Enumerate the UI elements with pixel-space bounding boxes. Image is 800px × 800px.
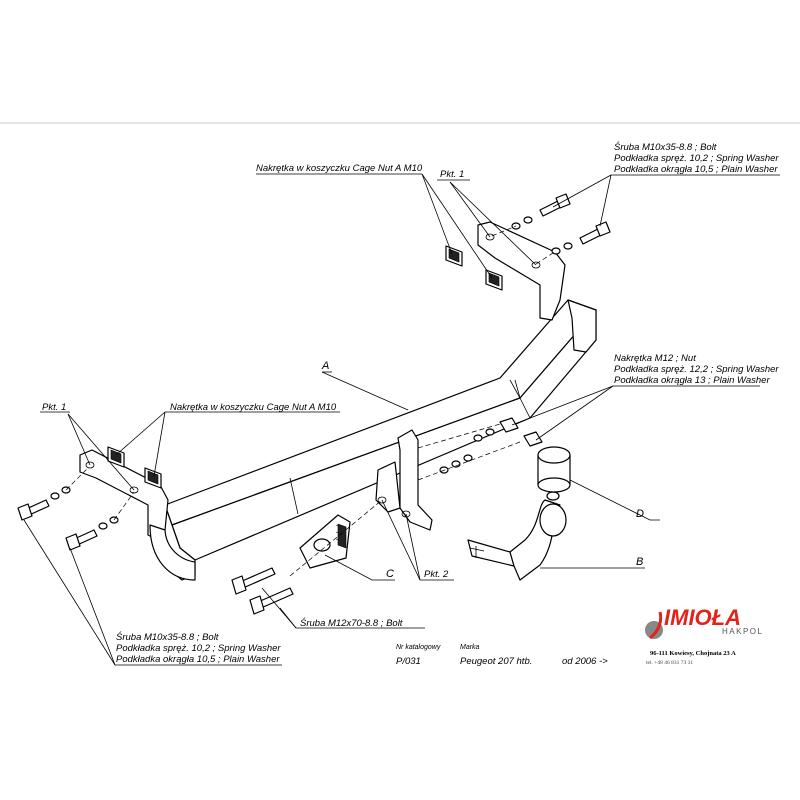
ball-cover-d [537,446,571,493]
label-top-right-bolt: Śruba M10x35-8.8 ; Bolt [614,141,717,153]
vehicle-year: od 2006 -> [562,656,608,667]
label-letter-c: C [386,568,394,580]
leader-lines [23,173,780,666]
label-spring-12: Podkładka spręż. 12,2 ; Spring Washer [614,364,779,375]
label-bottom-left-plain: Podkładka okrągła 10,5 ; Plain Washer [116,654,280,665]
label-pkt2: Pkt. 2 [424,569,449,580]
catalog-number-label: Nr katalogowy [396,644,441,651]
label-left-pkt1: Pkt. 1 [42,402,66,413]
company-logo: IMIOŁA HAKPOL [645,605,763,640]
vehicle-model: Peugeot 207 htb. [460,656,532,667]
left-fasteners [17,467,135,551]
socket-plate-c [289,499,383,577]
label-top-right-plain: Podkładka okrągła 10,5 ; Plain Washer [614,164,778,175]
m12-bolts [231,567,294,615]
label-bottom-bolt-m12: Śruba M12x70-8.8 ; Bolt [300,617,403,629]
label-top-right-spring: Podkładka spręż. 10,2 ; Spring Washer [614,153,779,164]
label-letter-b: B [636,556,643,568]
label-letter-d: D [636,508,644,520]
label-letter-a: A [321,360,329,372]
left-mounting-bracket [79,449,196,581]
label-plain-13: Podkładka okrągła 13 ; Plain Washer [614,375,770,386]
cage-nuts [107,245,503,489]
company-sub: HAKPOL [722,627,763,636]
label-bottom-left-spring: Podkładka spręż. 10,2 ; Spring Washer [116,643,281,654]
upper-right-fasteners [491,193,611,265]
company-name: IMIOŁA [664,605,741,630]
label-top-cage-nut: Nakrętka w koszyczku Cage Nut A M10 [256,163,423,174]
label-top-pkt1: Pkt. 1 [440,169,464,180]
brand-label: Marka [460,644,480,651]
label-left-cage-nut: Nakrętka w koszyczku Cage Nut A M10 [170,402,337,413]
label-nut-m12: Nakrętka M12 ; Nut [614,353,696,364]
right-mounting-bracket [477,221,566,321]
center-bracket [375,429,433,531]
center-fasteners [417,417,543,481]
tow-ball-b [467,491,567,581]
catalog-number: P/031 [396,656,421,667]
company-address: 96-111 Kowiesy, Chojnata 23 A [650,650,736,657]
label-bottom-left-bolt: Śruba M10x35-8.8 ; Bolt [116,631,219,643]
company-phone: tel. +48 46 831 73 31 [646,660,693,666]
